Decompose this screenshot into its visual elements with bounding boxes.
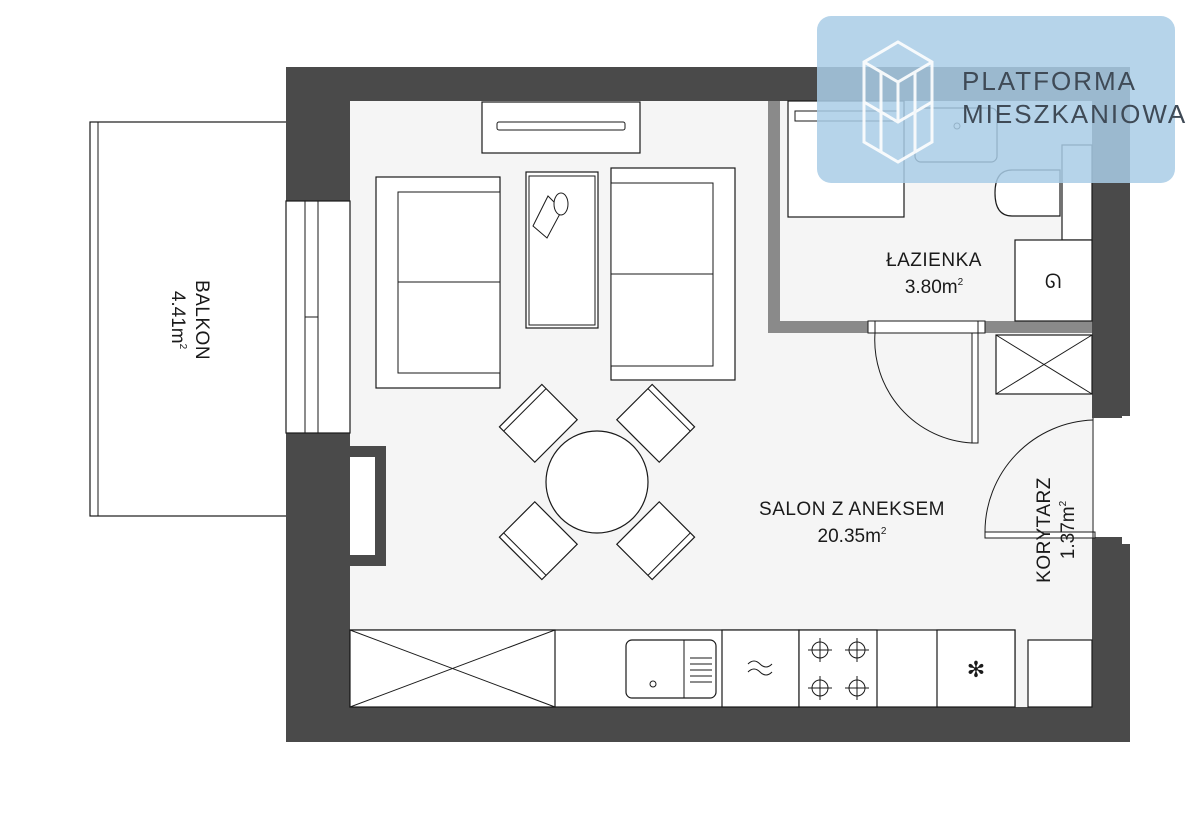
label-lazienka: ŁAZIENKA 3.80m2 xyxy=(886,250,982,298)
label-korytarz: KORYTARZ 1.37m2 xyxy=(1034,477,1079,583)
sofa-right xyxy=(610,167,736,381)
korytarz-area-text: 1.37m2 xyxy=(1058,500,1079,559)
dining-set xyxy=(498,383,696,581)
bathroom-walls xyxy=(768,101,1092,333)
wardrobe xyxy=(995,334,1093,395)
tv-unit xyxy=(481,101,641,154)
logo-line-2: MIESZKANIOWA xyxy=(962,99,1187,129)
kitchen-counter: ✻ xyxy=(349,629,1016,708)
svg-text:✻: ✻ xyxy=(967,658,985,683)
korytarz-name: KORYTARZ xyxy=(1034,477,1055,583)
platforma-logo-watermark: PLATFORMA MIESZKANIOWA xyxy=(817,16,1187,183)
balcony xyxy=(89,121,289,517)
coffee-table xyxy=(525,171,599,329)
korytarz-sup: 2 xyxy=(1058,500,1069,506)
lazienka-area: 3.80m xyxy=(905,277,958,298)
balcony-door-window xyxy=(285,200,351,434)
logo-line-1: PLATFORMA xyxy=(962,66,1137,96)
lazienka-name: ŁAZIENKA xyxy=(886,250,982,271)
korytarz-area: 1.37m xyxy=(1058,506,1079,559)
balkon-area: 4.41m xyxy=(167,291,188,344)
salon-name: SALON Z ANEKSEM xyxy=(759,499,945,520)
balkon-sup: 2 xyxy=(177,344,188,350)
sofa-left xyxy=(375,176,501,389)
salon-area: 20.35m xyxy=(818,526,881,547)
label-salon: SALON Z ANEKSEM 20.35m2 xyxy=(759,499,945,547)
balkon-name: BALKON xyxy=(191,280,212,360)
washing-machine: ᘏ xyxy=(1014,239,1093,322)
salon-sup: 2 xyxy=(881,526,887,537)
entrance-door xyxy=(984,410,1122,545)
left-window xyxy=(350,446,386,566)
lazienka-sup: 2 xyxy=(958,277,964,288)
lazienka-area-text: 3.80m2 xyxy=(905,277,964,298)
svg-text:ᘏ: ᘏ xyxy=(1045,269,1062,293)
balkon-area-text: 4.41m2 xyxy=(167,291,188,350)
logo-cube-icon xyxy=(862,40,934,164)
label-balkon: BALKON 4.41m2 xyxy=(167,280,212,360)
bathroom-door xyxy=(867,320,986,444)
salon-area-text: 20.35m2 xyxy=(818,526,887,547)
